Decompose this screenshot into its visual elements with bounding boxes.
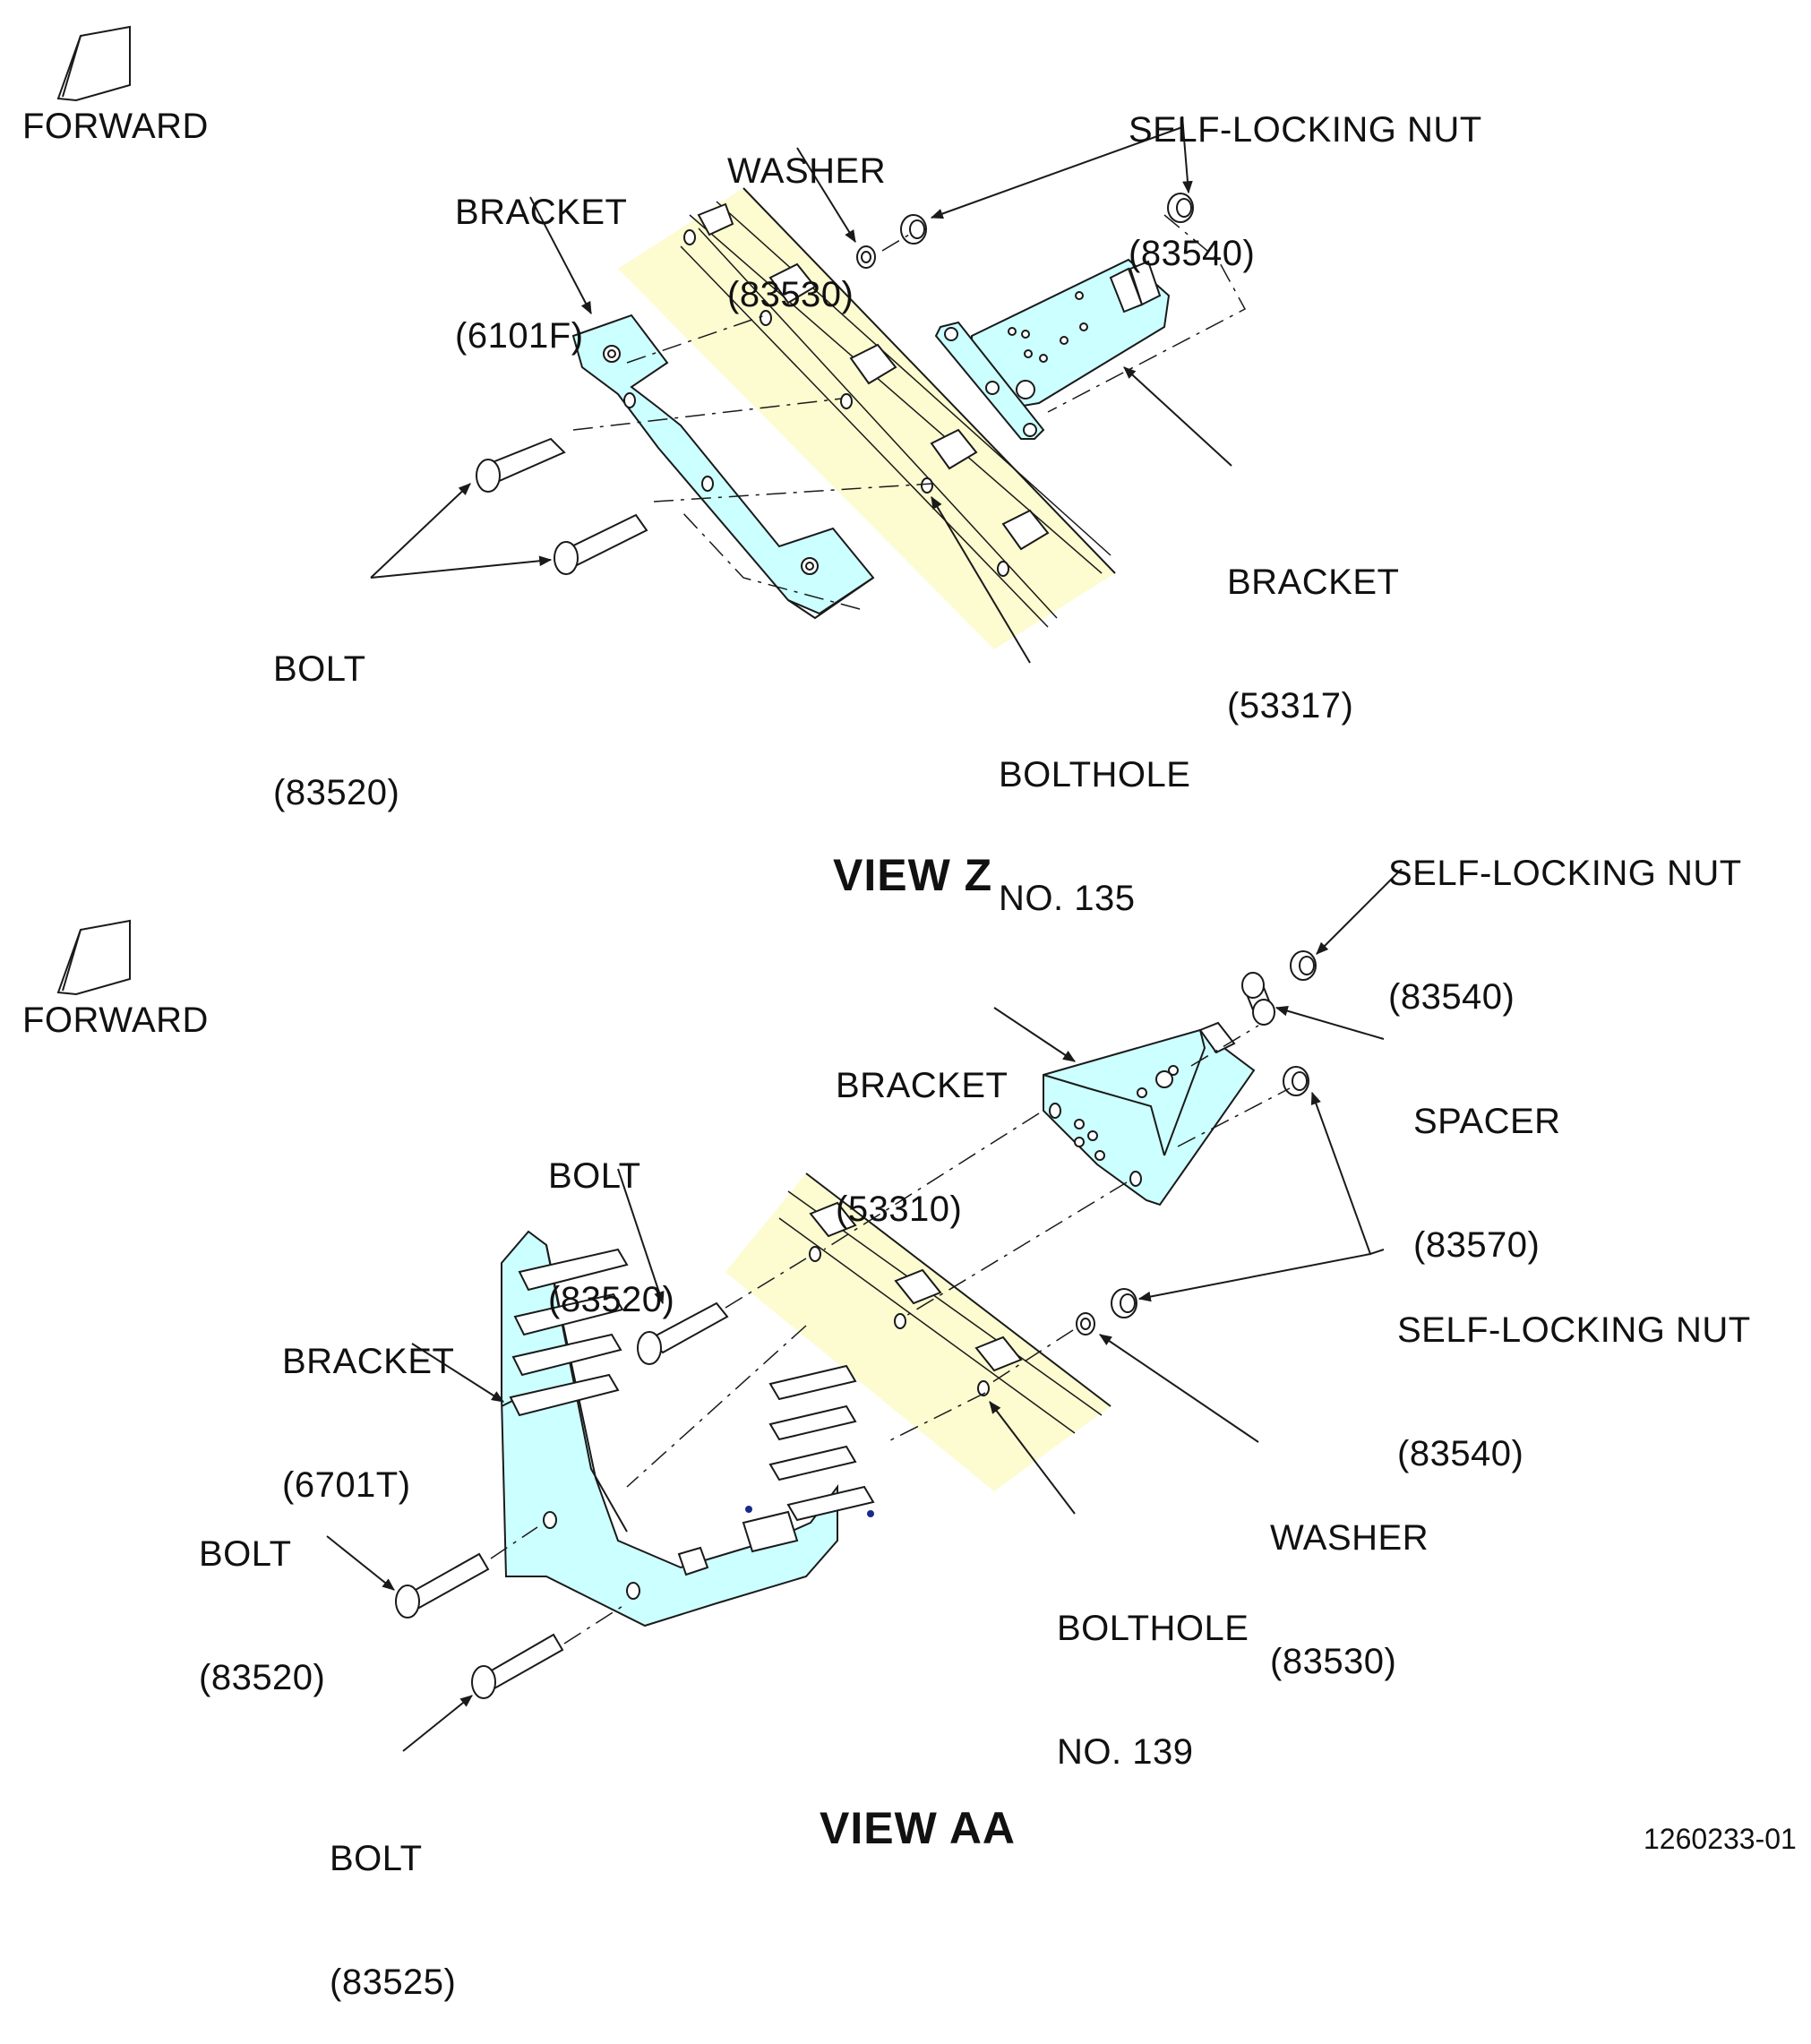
label-bolt-aa-bottom-name: BOLT [330, 1839, 423, 1878]
figure-id: 1260233-01 [1644, 1823, 1797, 1855]
label-spacer-name: SPACER [1413, 1102, 1561, 1141]
label-bracket-6101f-name: BRACKET [455, 193, 628, 232]
label-self-locking-nut-aa-mid-part: (83540) [1397, 1434, 1524, 1473]
assembly-center-lines-aa [490, 1025, 1291, 1645]
label-bolt-aa-upper-part: (83520) [548, 1280, 675, 1319]
label-bolt-aa-upper: BOLT (83520) [548, 1073, 674, 1361]
label-bolthole-139-name: BOLTHOLE [1057, 1609, 1249, 1648]
bracket-6101f-part [571, 313, 875, 620]
label-bracket-6701t: BRACKET (6701T) [282, 1258, 454, 1547]
label-bracket-53317-part: (53317) [1227, 686, 1354, 726]
leader-lines-aa [326, 868, 1403, 1752]
label-bracket-53310-name: BRACKET [836, 1066, 1008, 1105]
nut-aa-top [1290, 950, 1317, 981]
label-bracket-6101f-part: (6101F) [455, 316, 584, 356]
diagram-drawing [56, 25, 1403, 1752]
forward-label-z: FORWARD [22, 107, 209, 146]
label-washer-aa: WASHER (83530) [1270, 1435, 1429, 1723]
label-bolthole-135-name: BOLTHOLE [999, 755, 1191, 794]
label-bolt-z-name: BOLT [273, 649, 366, 689]
view-aa-title: VIEW AA [820, 1803, 1017, 1853]
spacer-aa [1241, 972, 1275, 1026]
bracket-53317-part [934, 258, 1171, 440]
label-bolt-aa-upper-name: BOLT [548, 1156, 641, 1196]
label-self-locking-nut-aa-mid: SELF-LOCKING NUT (83540) [1397, 1227, 1751, 1516]
forward-arrow-icon [56, 25, 131, 102]
nut-z-lower [900, 214, 927, 245]
label-bolt-aa-left-name: BOLT [199, 1534, 292, 1574]
leader-lines-z [370, 116, 1232, 664]
label-bracket-6701t-name: BRACKET [282, 1342, 455, 1381]
washer-aa [1076, 1312, 1095, 1335]
exploded-assembly-diagram: FORWARD BRACKET (6101F) WASHER (83530) S… [22, 25, 1797, 2002]
label-bolthole-135-number: NO. 135 [999, 879, 1136, 918]
label-bolt-aa-left-part: (83520) [199, 1658, 326, 1697]
label-self-locking-nut-aa-top: SELF-LOCKING NUT (83540) [1388, 770, 1742, 1059]
label-self-locking-nut-aa-mid-name: SELF-LOCKING NUT [1397, 1310, 1751, 1350]
label-bolthole-139: BOLTHOLE NO. 139 [1057, 1525, 1249, 1814]
label-bracket-6701t-part: (6701T) [282, 1465, 411, 1505]
view-z-title: VIEW Z [833, 850, 993, 900]
assembly-center-lines-z [572, 214, 1247, 610]
bracket-6701t-part [501, 1230, 875, 1627]
label-self-locking-nut-z: SELF-LOCKING NUT (83540) [1129, 27, 1482, 315]
bolt-aa-upper [637, 1301, 729, 1365]
label-bolt-aa-bottom: BOLT (83525) [330, 1756, 456, 2044]
label-washer-aa-part: (83530) [1270, 1642, 1397, 1681]
label-self-locking-nut-z-name: SELF-LOCKING NUT [1129, 110, 1482, 150]
bolt-z-upper [476, 437, 566, 493]
label-bolt-aa-bottom-part: (83525) [330, 1962, 457, 2002]
label-bolthole-135: BOLTHOLE NO. 135 [999, 672, 1190, 960]
structure-panel-aa [725, 1172, 1111, 1491]
label-washer-aa-name: WASHER [1270, 1518, 1429, 1558]
bolt-z-lower [554, 513, 648, 575]
label-spacer: SPACER (83570) [1413, 1018, 1561, 1307]
label-bracket-53310: BRACKET (53310) [836, 983, 1008, 1271]
nut-aa-mid [1111, 1288, 1137, 1318]
label-washer-z: WASHER (83530) [727, 68, 886, 356]
label-bolt-z: BOLT (83520) [273, 566, 399, 855]
label-bracket-53317-name: BRACKET [1227, 563, 1400, 602]
label-bolt-z-part: (83520) [273, 773, 400, 812]
label-bolthole-139-number: NO. 139 [1057, 1732, 1194, 1772]
label-self-locking-nut-z-part: (83540) [1129, 234, 1256, 273]
forward-arrow-icon-aa [56, 919, 131, 996]
label-self-locking-nut-aa-top-part: (83540) [1388, 977, 1515, 1017]
washer-z [856, 245, 876, 269]
structure-panel-z [618, 187, 1116, 649]
nut-aa-right [1283, 1066, 1309, 1096]
label-bracket-53310-part: (53310) [836, 1189, 963, 1229]
bolt-aa-left [395, 1552, 490, 1619]
label-bolt-aa-left: BOLT (83520) [199, 1451, 325, 1739]
forward-label-aa: FORWARD [22, 1001, 209, 1040]
bolt-aa-bottom [471, 1633, 564, 1699]
nut-z-upper [1167, 193, 1194, 223]
label-washer-z-part: (83530) [727, 275, 854, 314]
label-spacer-part: (83570) [1413, 1225, 1541, 1265]
label-washer-z-name: WASHER [727, 151, 887, 191]
label-self-locking-nut-aa-top-name: SELF-LOCKING NUT [1388, 854, 1742, 893]
bracket-53310-part [1043, 1021, 1256, 1207]
label-bracket-6101f: BRACKET (6101F) [455, 109, 627, 398]
label-bracket-53317: BRACKET (53317) [1227, 479, 1399, 768]
